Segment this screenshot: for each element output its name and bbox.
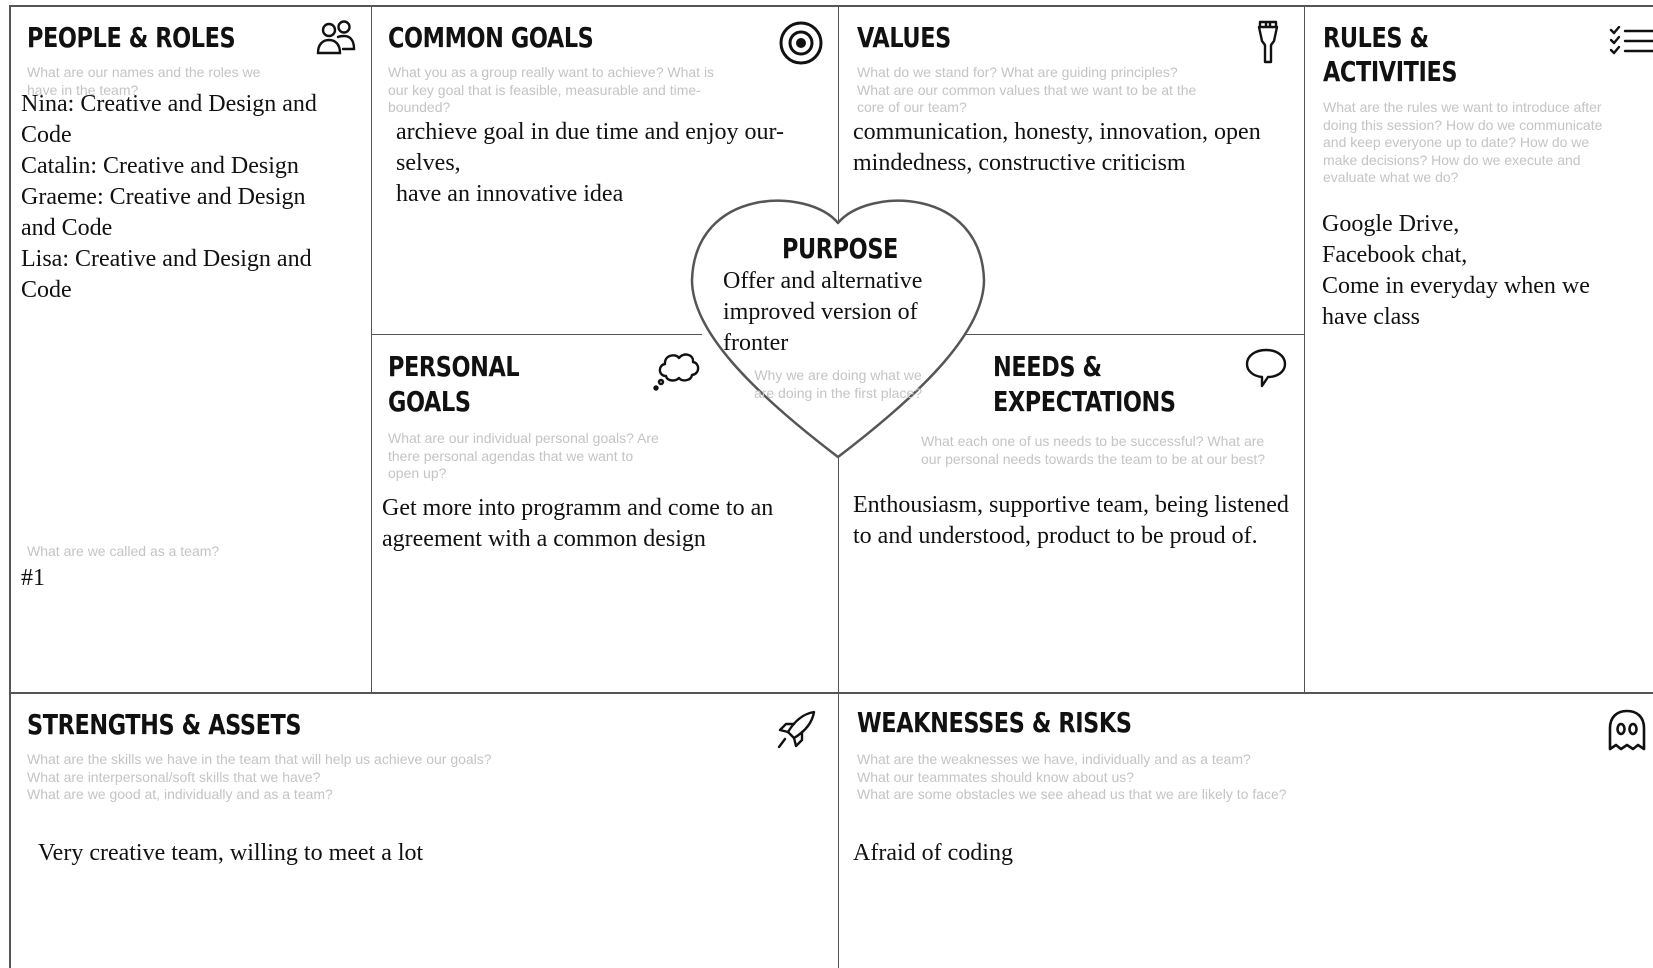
- people-roles-line: Graeme: Creative and Design and Code: [21, 184, 306, 241]
- torch-icon: [1256, 19, 1280, 70]
- common-goals-line: archieve goal in due time and enjoy our-…: [396, 119, 785, 176]
- people-icon: [315, 18, 357, 61]
- heart-icon: [690, 199, 986, 459]
- rules-activities-list: Google Drive, Facebook chat, Come in eve…: [1322, 209, 1632, 333]
- common-goals-prompt: What you as a group really want to achie…: [388, 64, 715, 115]
- team-name-prompt: What are we called as a team?: [27, 543, 220, 559]
- weaknesses-risks-prompt: What are the weaknesses we have, individ…: [857, 751, 1457, 804]
- common-goals-list: archieve goal in due time and enjoy our-…: [396, 117, 816, 210]
- values-heading: VALUES: [857, 21, 951, 54]
- speech-bubble-icon: [1244, 346, 1288, 395]
- rules-activities-line: Come in everyday when we have class: [1322, 273, 1590, 330]
- people-roles-list: Nina: Creative and Design and Code Catal…: [21, 89, 341, 306]
- values-text: communication, honesty, innovation, open…: [853, 119, 1261, 176]
- divider-middle-right: [966, 334, 1304, 335]
- needs-expectations-text: Enthousiasm, supportive team, being list…: [853, 492, 1289, 549]
- purpose-heading: PURPOSE: [782, 232, 898, 265]
- rules-activities-prompt: What are the rules we want to introduce …: [1323, 99, 1603, 185]
- team-name-value: #1: [21, 565, 45, 591]
- people-roles-line: Nina: Creative and Design and Code: [21, 91, 317, 148]
- divider-people-goals: [371, 7, 372, 693]
- canvas-left-border: [9, 5, 11, 968]
- weaknesses-risks-prompt-line: What are some obstacles we see ahead us …: [857, 786, 1287, 802]
- people-roles-heading: PEOPLE & ROLES: [27, 21, 236, 54]
- purpose-text: Offer and alternative improved version o…: [723, 268, 923, 356]
- strengths-assets-prompt-line: What are interpersonal/soft skills that …: [27, 768, 321, 785]
- weaknesses-risks-text: Afraid of coding: [853, 840, 1013, 866]
- strengths-assets-prompt-line: What are the skills we have in the team …: [27, 751, 492, 767]
- target-icon: [778, 20, 824, 71]
- canvas-top-border: [9, 5, 1653, 7]
- people-roles-prompt: What are our names and the roles we have…: [27, 64, 261, 98]
- checklist-icon: [1609, 25, 1653, 61]
- rules-activities-heading-line2: ACTIVITIES: [1323, 55, 1458, 88]
- values-prompt: What do we stand for? What are guiding p…: [857, 64, 1197, 115]
- rules-activities-heading-line1: RULES &: [1323, 21, 1429, 54]
- weaknesses-risks-prompt-line: What our teammates should know about us?: [857, 768, 1135, 785]
- personal-goals-heading-line1: PERSONAL: [388, 350, 520, 383]
- personal-goals-heading-line2: GOALS: [388, 385, 471, 418]
- rocket-icon: [774, 708, 818, 757]
- common-goals-line: have an innovative idea: [396, 181, 624, 207]
- personal-goals-text: Get more into programm and come to an ag…: [382, 495, 774, 552]
- strengths-assets-prompt-line: What are we good at, individually and as…: [27, 786, 333, 802]
- divider-middle-left: [372, 334, 702, 335]
- thought-bubble-icon: [652, 350, 702, 397]
- needs-expectations-prompt: What each one of us needs to be successf…: [921, 433, 1265, 467]
- strengths-assets-text: Very creative team, willing to meet a lo…: [38, 840, 424, 866]
- personal-goals-prompt: What are our individual personal goals? …: [388, 430, 659, 481]
- people-roles-line: Catalin: Creative and Design: [21, 153, 299, 179]
- needs-expectations-heading-line2: EXPECTATIONS: [993, 385, 1176, 418]
- weaknesses-risks-prompt-line: What are the weaknesses we have, individ…: [857, 751, 1251, 767]
- divider-bottom-row: [11, 692, 1653, 694]
- strengths-assets-prompt: What are the skills we have in the team …: [27, 751, 627, 804]
- divider-goals-values: [838, 7, 839, 968]
- rules-activities-line: Google Drive,: [1322, 211, 1460, 237]
- purpose-heart: [690, 195, 990, 460]
- people-roles-line: Lisa: Creative and Design and Code: [21, 246, 312, 303]
- weaknesses-risks-heading: WEAKNESSES & RISKS: [857, 706, 1132, 739]
- common-goals-heading: COMMON GOALS: [388, 21, 594, 54]
- needs-expectations-heading-line1: NEEDS &: [993, 350, 1102, 383]
- strengths-assets-heading: STRENGTHS & ASSETS: [27, 708, 302, 741]
- purpose-prompt: Why we are doing what we are doing in th…: [753, 367, 923, 401]
- rules-activities-line: Facebook chat,: [1322, 242, 1468, 268]
- ghost-icon: [1607, 708, 1647, 757]
- divider-values-rules: [1304, 7, 1305, 693]
